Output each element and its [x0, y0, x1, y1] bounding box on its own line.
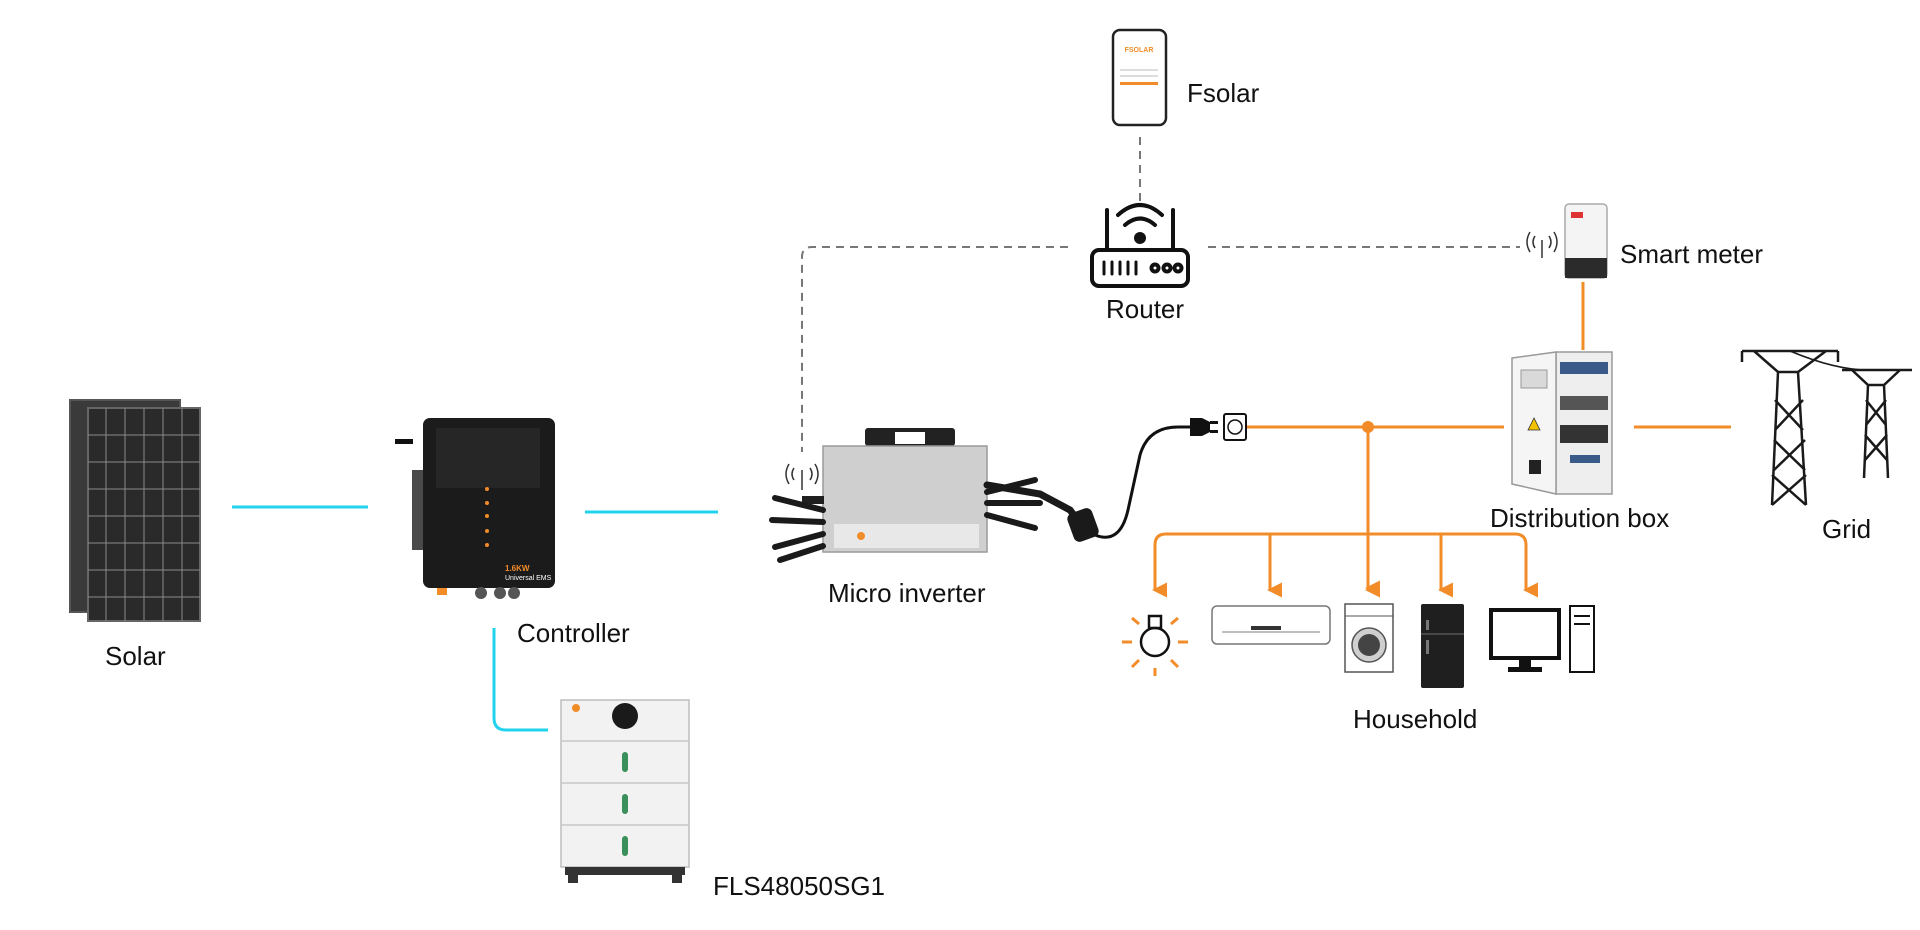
wifi-antenna-icon — [785, 463, 819, 490]
battery-stack-icon — [560, 699, 690, 883]
smart-meter-label: Smart meter — [1620, 239, 1764, 269]
app-brand-text: FSOLAR — [1125, 47, 1154, 54]
dc-links — [232, 505, 718, 732]
distribution-box-label: Distribution box — [1490, 503, 1670, 533]
household-label: Household — [1353, 704, 1478, 734]
ac-links — [1152, 282, 1731, 598]
controller-battery-link — [492, 628, 548, 732]
solar-panel-icon — [69, 399, 201, 622]
ac-junction-dot — [1362, 421, 1374, 433]
router-icon — [1090, 203, 1190, 288]
wall-socket-icon — [1223, 413, 1247, 441]
refrigerator-icon — [1421, 604, 1464, 688]
data-links — [801, 137, 1520, 452]
controller-device-icon — [395, 418, 555, 599]
fsolar-app-icon — [1111, 28, 1168, 127]
computer-icon — [1489, 605, 1595, 673]
light-bulb-icon — [1122, 614, 1188, 676]
router-inverter-link — [801, 246, 1068, 452]
battery-label: FLS48050SG1 — [713, 871, 886, 901]
household-bus-link — [1153, 532, 1528, 588]
distribution-box-icon — [1511, 351, 1613, 495]
controller-name-text: Universal EMS — [505, 575, 552, 582]
controller-model-text: 1.6KW — [505, 564, 530, 573]
air-conditioner-icon — [1211, 605, 1331, 645]
solar-label: Solar — [105, 641, 166, 671]
grid-tower-icon — [1740, 349, 1912, 506]
plug-cable — [1094, 425, 1195, 539]
micro-inverter-icon — [769, 428, 1099, 563]
micro-inverter-label: Micro inverter — [828, 578, 986, 608]
washing-machine-icon — [1344, 603, 1394, 673]
grid-label: Grid — [1822, 514, 1872, 544]
controller-label: Controller — [517, 618, 630, 648]
app-label: Fsolar — [1187, 78, 1260, 108]
smart-meter-icon — [1526, 203, 1608, 279]
router-label: Router — [1106, 294, 1185, 324]
plug-icon — [1190, 418, 1218, 436]
